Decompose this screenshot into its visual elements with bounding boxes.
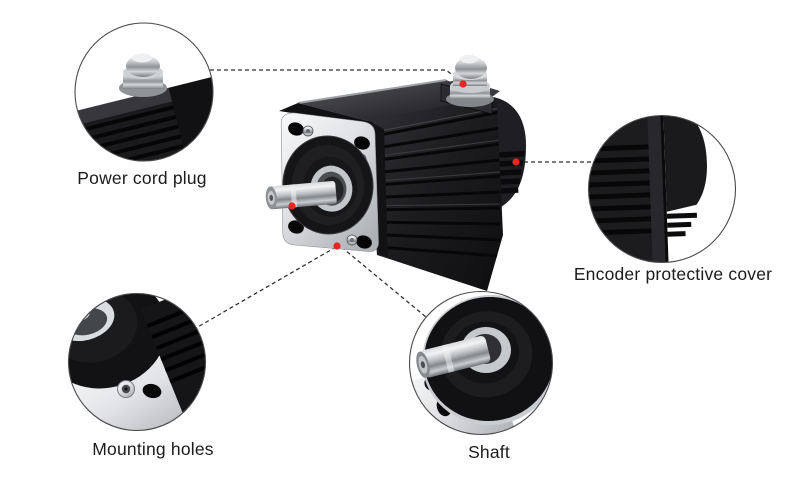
connector-line-power-cord-plug (210, 69, 464, 84)
callout-label-shaft: Shaft (468, 442, 510, 462)
callout-label-power-cord-plug: Power cord plug (77, 168, 207, 188)
motor-body (279, 79, 503, 291)
callout-label-encoder-protective-cover: Encoder protective cover (573, 264, 773, 284)
shaft (265, 181, 337, 210)
marker-dot-mounting-holes (333, 242, 341, 250)
marker-dot-encoder-cover (512, 158, 520, 166)
mounting-hole (354, 136, 370, 150)
servo-motor (265, 54, 526, 291)
mounting-hole-closeup (142, 383, 162, 399)
connector-line-mounting-holes (195, 246, 337, 329)
marker-dot-shaft (288, 202, 296, 210)
power-cord-plug-closeup (75, 53, 213, 161)
mounting-hole (356, 235, 372, 249)
shaft-closeup (409, 294, 553, 435)
power-cord-plug-gland (446, 54, 494, 107)
mounting-hole (288, 122, 304, 136)
marker-dot-power-cord-plug (459, 80, 467, 88)
mounting-hole (288, 220, 304, 234)
gland-closeup (119, 53, 167, 97)
encoder-cover-closeup (588, 115, 707, 263)
callout-label-mounting-holes: Mounting holes (92, 439, 214, 459)
